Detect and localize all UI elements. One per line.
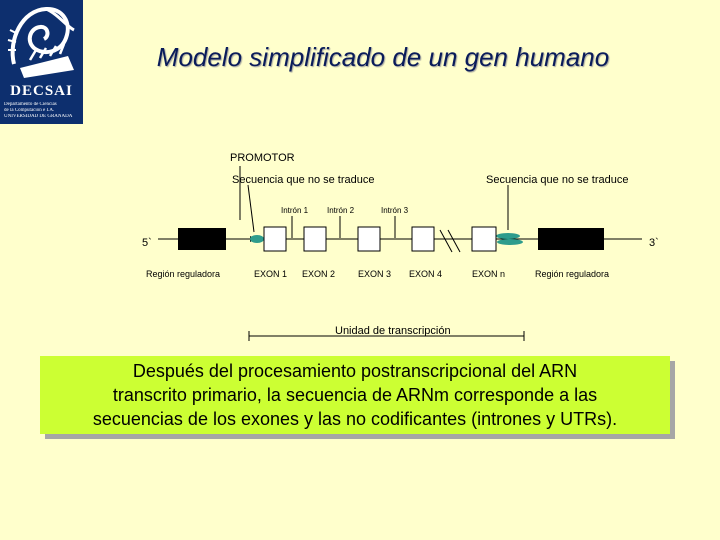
- explanation-line: transcrito primario, la secuencia de ARN…: [112, 385, 598, 405]
- transcription-unit-label: Unidad de transcripción: [335, 325, 451, 337]
- utr-left-pointer: [247, 184, 255, 233]
- exon-1-label: EXON 1: [254, 269, 287, 279]
- utr-right-label: Secuencia que no se traduce: [486, 174, 629, 186]
- utr-left-blob: [250, 235, 264, 243]
- exon-3-box: [357, 226, 381, 252]
- exon-4-label: EXON 4: [409, 269, 442, 279]
- regulatory-region-right-label: Región reguladora: [535, 269, 609, 279]
- intron-3-label: Intrón 3: [381, 206, 409, 215]
- logo-department-line: Departamento de Ciencias: [4, 102, 57, 107]
- utr-right-blob: [496, 233, 520, 239]
- intron-1-label: Intrón 1: [281, 206, 309, 215]
- regulatory-region-left-label: Región reguladora: [146, 269, 220, 279]
- explanation-line: secuencias de los exones y las no codifi…: [92, 409, 618, 429]
- regulatory-region-left: [178, 228, 226, 250]
- exon-2-label: EXON 2: [302, 269, 335, 279]
- exon-3-label: EXON 3: [358, 269, 391, 279]
- promoter-label: PROMOTOR: [230, 152, 295, 164]
- sequence-break-mark: [447, 229, 461, 253]
- exon-n-box: [471, 226, 497, 252]
- regulatory-region-right: [538, 228, 604, 250]
- logo-university-line: UNIVERSIDAD DE GRANADA: [4, 114, 73, 119]
- explanation-box: Después del procesamiento postranscripci…: [40, 356, 670, 434]
- utr-left-label: Secuencia que no se traduce: [232, 174, 375, 186]
- exon-n-label: EXON n: [472, 269, 505, 279]
- exon-4-box: [411, 226, 435, 252]
- exon-2-box: [303, 226, 327, 252]
- decsai-logo: DECSAI Departamento de Ciencias de la Co…: [0, 0, 83, 124]
- five-prime-end-label: 5`: [142, 237, 152, 249]
- scroll-emblem-icon: [7, 6, 75, 78]
- explanation-line: Después del procesamiento postranscripci…: [132, 361, 578, 381]
- sequence-break-mark: [439, 229, 453, 253]
- logo-name: DECSAI: [10, 83, 73, 99]
- exon-1-box: [263, 226, 287, 252]
- three-prime-end-label: 3`: [649, 237, 659, 249]
- logo-department-line: de la Computación e I.A.: [4, 108, 55, 113]
- intron-2-label: Intrón 2: [327, 206, 355, 215]
- slide-title: Modelo simplificado de un gen humano: [156, 42, 610, 72]
